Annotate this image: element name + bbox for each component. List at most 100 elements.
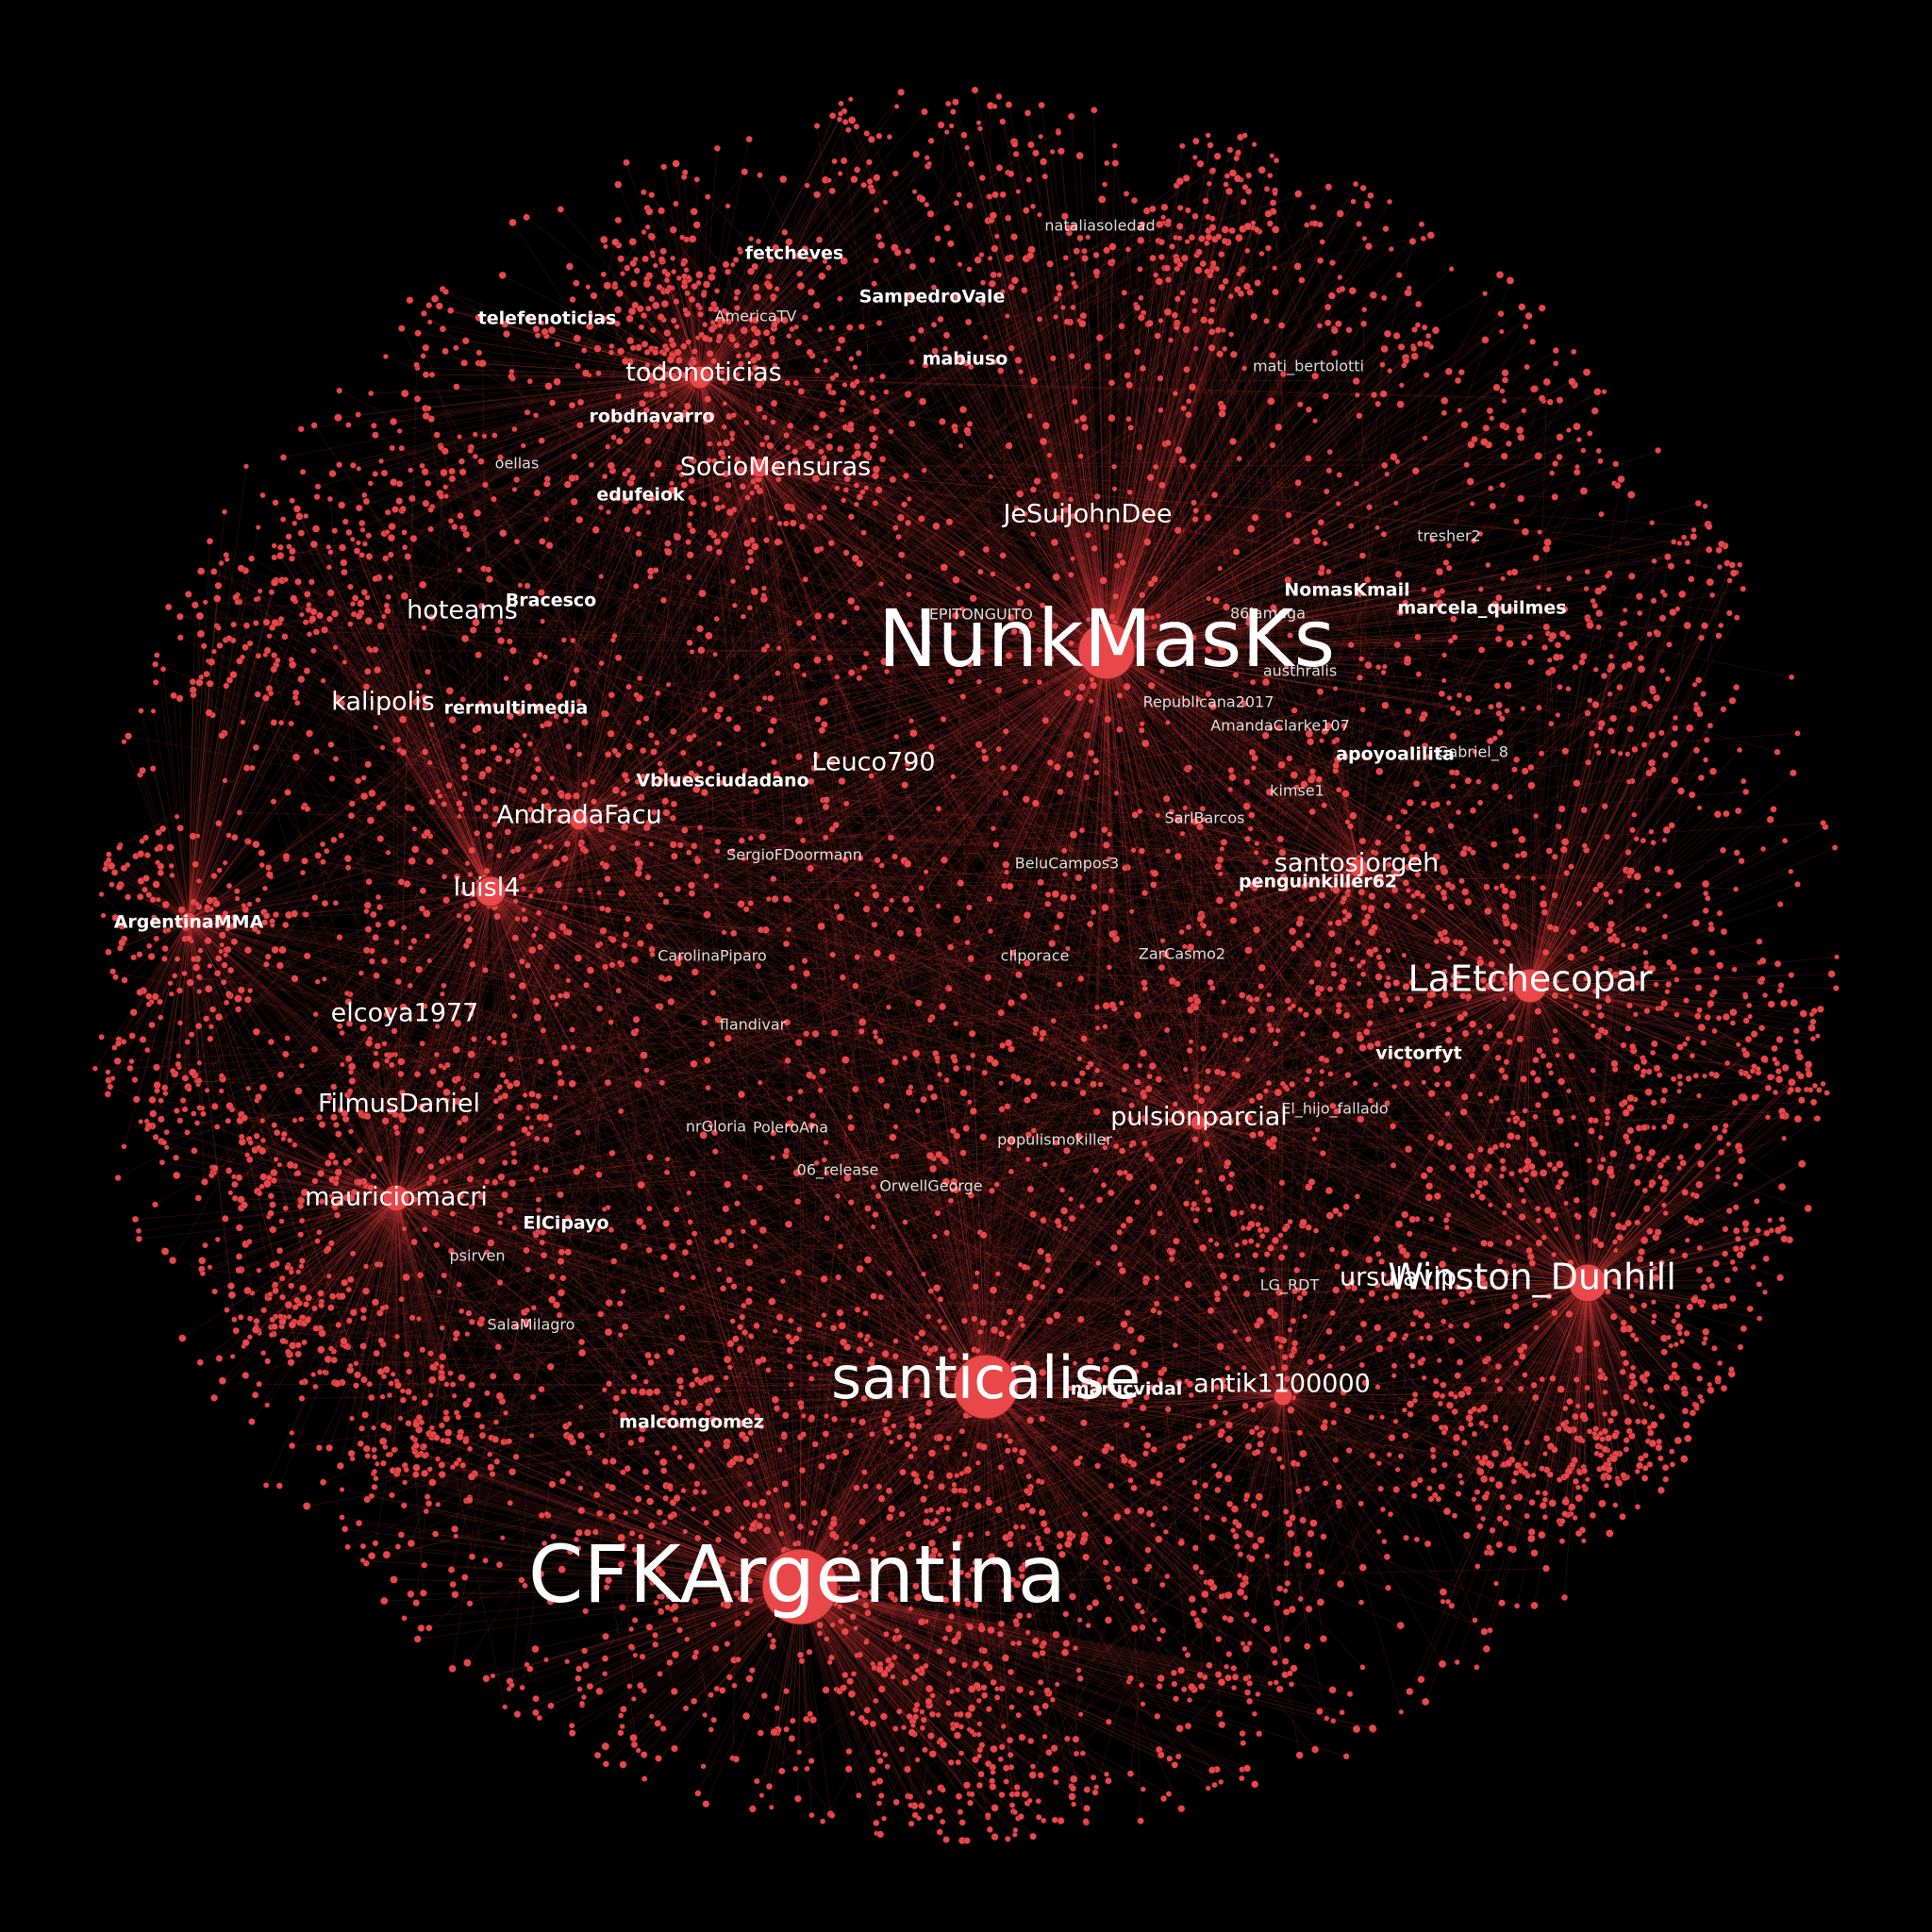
graph-edge xyxy=(541,1574,801,1588)
graph-edge xyxy=(970,366,1108,652)
graph-edge xyxy=(1106,572,1322,652)
graph-edge xyxy=(813,650,1108,769)
graph-edge xyxy=(1106,650,1537,817)
graph-edge xyxy=(1106,650,1407,988)
graph-edge xyxy=(1106,650,1373,897)
graph-edge xyxy=(836,650,1108,825)
graph-edge xyxy=(732,433,1108,652)
graph-edge xyxy=(1106,593,1438,652)
graph-edge xyxy=(993,361,1108,652)
graph-edge xyxy=(872,397,1108,652)
graph-edge xyxy=(1106,650,1513,896)
graph-edge xyxy=(1106,641,1451,652)
graph-edge xyxy=(1106,443,1166,652)
graph-edge xyxy=(1106,636,1419,652)
graph-edge xyxy=(799,1579,1051,1588)
graph-edge xyxy=(667,542,1108,652)
graph-edge xyxy=(1104,650,1108,830)
edges-layer xyxy=(94,90,1838,1841)
graph-edge xyxy=(1106,650,1262,987)
graph-edge xyxy=(1106,650,1323,1059)
graph-edge xyxy=(650,571,1108,652)
graph-edge xyxy=(1106,650,1469,699)
graph-edge xyxy=(1106,650,1384,674)
graph-edge xyxy=(724,650,1108,933)
graph-edge xyxy=(1106,348,1196,652)
graph-edge xyxy=(1106,564,1489,652)
graph-edge xyxy=(1106,296,1232,652)
graph-edge xyxy=(886,391,1108,652)
graph-edge xyxy=(1033,489,1108,652)
graph-edge xyxy=(1106,514,1290,652)
graph-edge xyxy=(799,1586,880,1804)
graph-edge xyxy=(1097,650,1108,1028)
graph-edge xyxy=(819,517,1108,652)
graph-edge xyxy=(1106,650,1494,845)
graph-edge xyxy=(810,650,1108,782)
graph-edge xyxy=(954,426,1108,652)
graph-edge xyxy=(650,576,1108,652)
graph-edge xyxy=(1106,650,1128,868)
graph-edge xyxy=(714,460,1108,652)
graph-edge xyxy=(1106,604,1496,652)
graph-edge xyxy=(989,650,1108,900)
graph-edge xyxy=(1008,172,1108,652)
graph-edge xyxy=(1047,650,1108,905)
graph-edge xyxy=(1106,650,1336,772)
graph-edge xyxy=(967,432,1108,652)
graph-edge xyxy=(1106,650,1295,711)
graph-edge xyxy=(579,1586,801,1690)
graph-edge xyxy=(1018,650,1108,975)
graph-edge xyxy=(776,288,1108,652)
graph-edge xyxy=(952,650,1108,777)
graph-edge xyxy=(1106,340,1486,652)
graph-edge xyxy=(868,457,1108,652)
graph-edge xyxy=(1106,408,1184,652)
graph-edge xyxy=(1106,650,1336,690)
graph-edge xyxy=(993,248,1108,652)
graph-edge xyxy=(1106,650,1266,737)
graph-edge xyxy=(1106,484,1503,652)
graph-edge xyxy=(1106,650,1313,812)
graph-edge xyxy=(1072,274,1108,652)
graph-edge xyxy=(663,599,1108,652)
graph-edge xyxy=(1106,375,1427,652)
graph-edge xyxy=(1047,650,1108,895)
graph-edge xyxy=(681,474,1108,652)
graph-edge xyxy=(1106,650,1501,733)
graph-edge xyxy=(960,445,1108,652)
graph-edge xyxy=(1007,650,1108,1107)
graph-edge xyxy=(1106,228,1243,652)
graph-edge xyxy=(1087,366,1108,652)
graph-edge xyxy=(1106,650,1407,734)
graph-edge xyxy=(904,650,1108,1058)
graph-edge xyxy=(880,650,1108,1081)
graph-edge xyxy=(1100,650,1108,1085)
graph-edge xyxy=(1106,488,1491,652)
graph-edge xyxy=(684,650,1108,831)
graph-edge xyxy=(1106,650,1343,903)
graph-edge xyxy=(953,650,1108,1058)
graph-edge xyxy=(1106,650,1213,989)
graph-edge xyxy=(982,282,1108,652)
graph-edge xyxy=(857,650,1108,958)
graph-edge xyxy=(934,351,1108,652)
graph-edge xyxy=(666,549,1108,652)
graph-edge xyxy=(922,401,1108,652)
graph-edge xyxy=(707,418,1108,652)
graph-edge xyxy=(1071,356,1108,652)
graph-edge xyxy=(1106,385,1130,652)
graph-edge xyxy=(773,296,1108,652)
graph-edge xyxy=(939,650,1108,1074)
graph-edge xyxy=(1106,650,1386,1001)
graph-edge xyxy=(1106,650,1282,766)
graph-edge xyxy=(1106,650,1243,996)
graph-edge xyxy=(854,456,1108,652)
graph-edge xyxy=(1025,210,1108,652)
graph-edge xyxy=(991,220,1108,652)
graph-edge xyxy=(1106,377,1161,652)
graph-edge xyxy=(1106,425,1465,652)
graph-edge xyxy=(1106,650,1191,948)
graph-edge xyxy=(1106,450,1179,652)
graph-edge xyxy=(790,425,1108,652)
